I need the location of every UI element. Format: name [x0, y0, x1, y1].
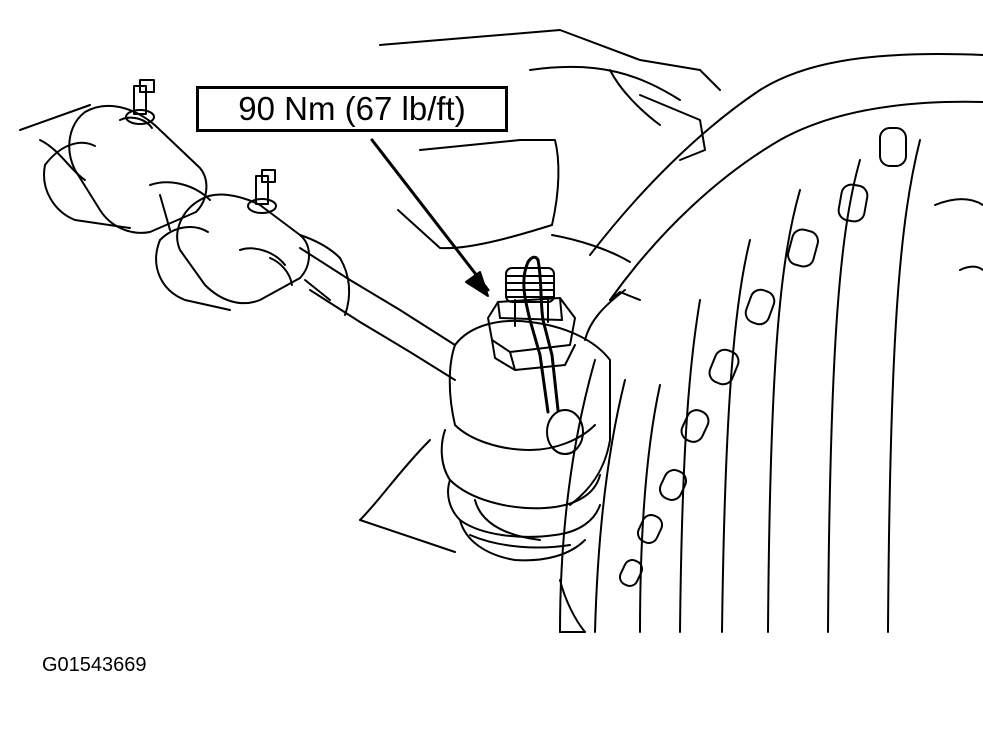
cotter-pin: [524, 257, 558, 412]
tie-rod-shaft: [300, 248, 455, 380]
callout-leader-arrow: [372, 140, 488, 296]
torque-spec-callout: 90 Nm (67 lb/ft): [196, 86, 508, 132]
outer-tie-rod-end: [442, 321, 610, 560]
tie-rod-connector: [156, 170, 340, 310]
chassis-background: [20, 30, 720, 262]
steering-knuckle: [360, 440, 585, 632]
brake-rotor: [560, 54, 983, 632]
castle-nut: [488, 268, 575, 370]
inner-tie-rod: [44, 80, 210, 233]
figure-id: G01543669: [42, 654, 147, 676]
